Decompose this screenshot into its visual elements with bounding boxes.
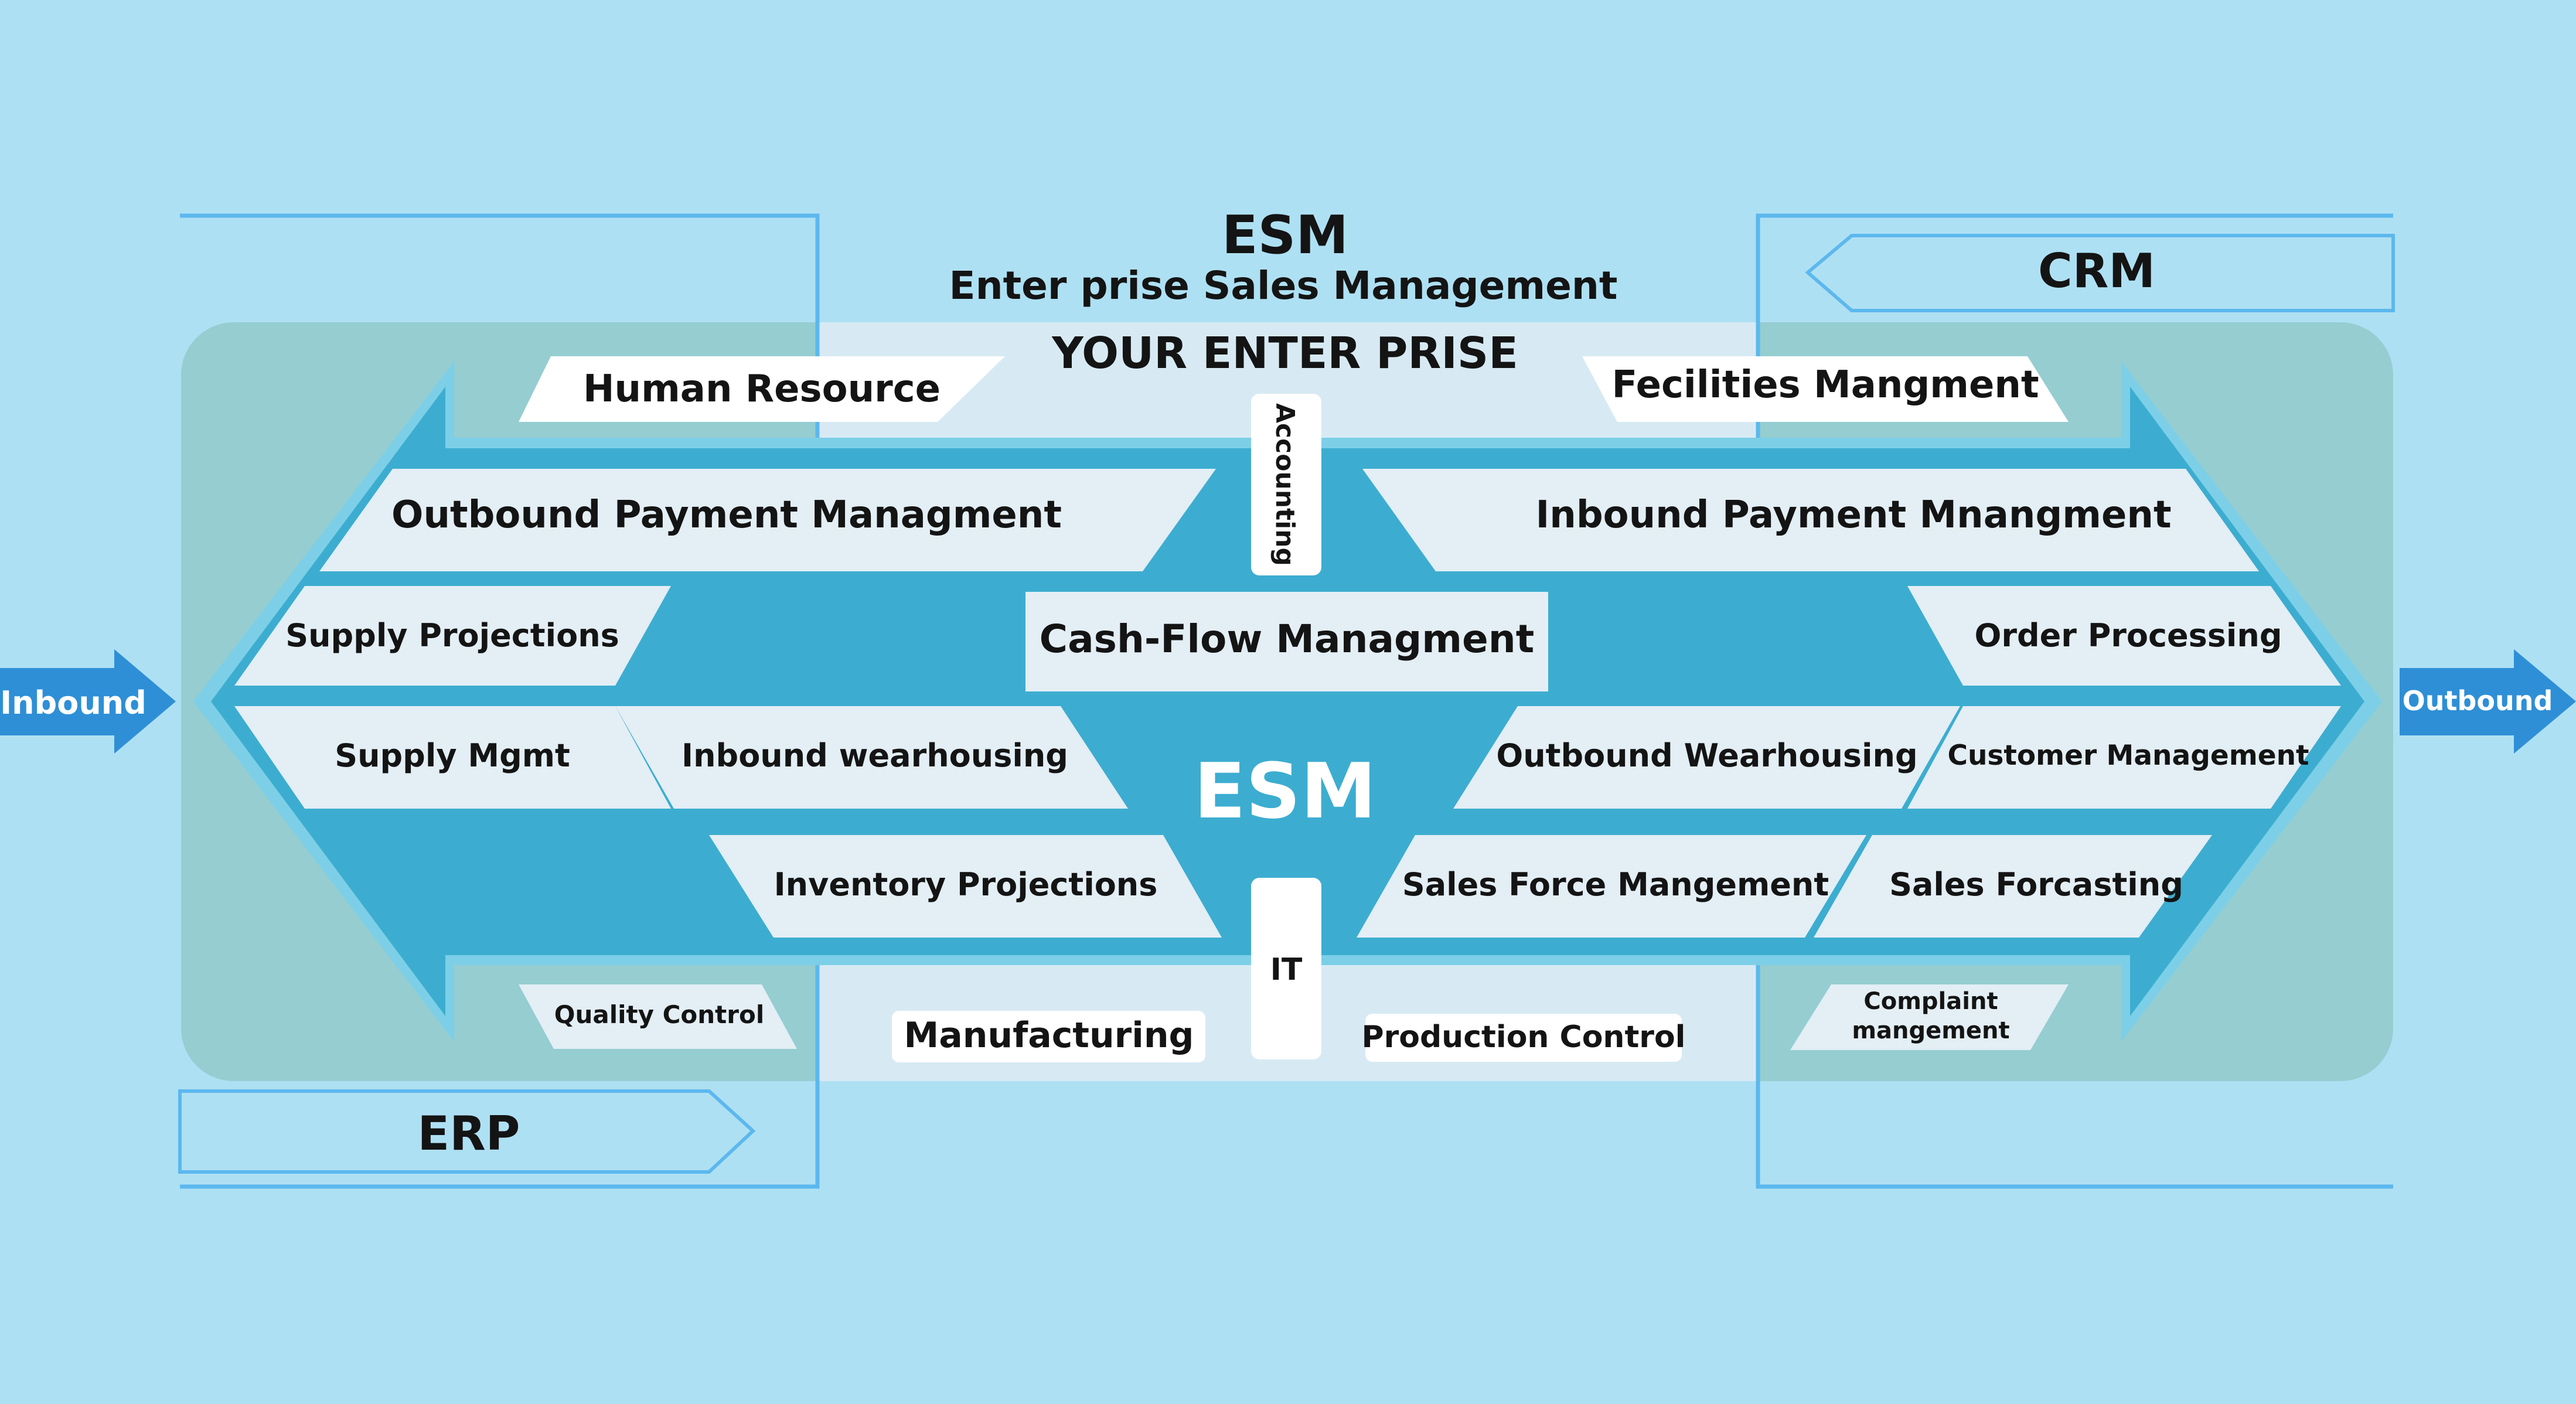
customer-management-label: Customer Management (1947, 740, 2309, 772)
sales-forecasting-label: Sales Forcasting (1889, 866, 2183, 903)
outbound-payment-label: Outbound Payment Managment (391, 493, 1062, 537)
complaint-management-box (1790, 984, 2069, 1050)
production-control-box (1365, 1014, 1682, 1062)
crm-label: CRM (2038, 244, 2155, 298)
supply-mgmt-box (234, 706, 671, 809)
inbound-label: Inbound (0, 684, 146, 721)
order-processing-box (1907, 586, 2341, 686)
inbound-warehousing-box (615, 706, 1128, 809)
header-full-name: Enter prise Sales Management (949, 263, 1618, 308)
supply-mgmt-label: Supply Mgmt (335, 737, 570, 774)
accounting-label: Accounting (1270, 403, 1300, 566)
sales-forecasting-box (1814, 835, 2212, 938)
human-resource-bar (519, 356, 1005, 422)
inventory-projections-label: Inventory Projections (774, 866, 1158, 903)
outbound-warehousing-label: Outbound Wearhousing (1496, 737, 1917, 774)
inventory-projections-box (709, 835, 1222, 938)
outbound-payment-box (319, 469, 1216, 571)
it-tab (1251, 878, 1321, 1059)
outbound-arrow (2400, 649, 2576, 754)
cash-flow-label: Cash-Flow Managment (1040, 616, 1535, 662)
crm-chevron (1805, 234, 2395, 312)
supply-projections-label: Supply Projections (285, 617, 619, 654)
customer-management-box (1907, 706, 2341, 809)
inbound-payment-box (1362, 469, 2259, 571)
production-control-label: Production Control (1361, 1020, 1685, 1055)
quality-control-label: Quality Control (554, 1000, 764, 1029)
complaint-label-line1: Complaint (1863, 988, 1998, 1015)
enterprise-title: YOUR ENTER PRISE (1051, 328, 1518, 379)
sales-force-label: Sales Force Mangement (1402, 866, 1829, 903)
sales-force-box (1357, 835, 1866, 938)
order-processing-label: Order Processing (1974, 617, 2282, 654)
facilities-bar (1582, 356, 2069, 422)
left-modules (234, 469, 1222, 938)
cash-flow-box (1025, 592, 1548, 691)
it-label: IT (1270, 952, 1303, 987)
header-acronym: ESM (1222, 205, 1348, 266)
manufacturing-label: Manufacturing (904, 1015, 1194, 1056)
inbound-arrow (0, 649, 176, 754)
erp-chevron (178, 1089, 756, 1174)
manufacturing-box (892, 1011, 1205, 1062)
quality-control-box (519, 984, 797, 1049)
human-resource-label: Human Resource (583, 367, 941, 411)
right-modules (1357, 469, 2341, 938)
outbound-warehousing-box (1453, 706, 1960, 809)
erp-label: ERP (418, 1106, 520, 1161)
inbound-warehousing-label: Inbound wearhousing (682, 737, 1068, 774)
complaint-label-line2: mangement (1852, 1017, 2009, 1044)
hub-esm-label: ESM (1194, 747, 1376, 836)
accounting-tab (1251, 394, 1321, 575)
outbound-label: Outbound (2403, 685, 2553, 717)
facilities-label: Fecilities Mangment (1611, 363, 2039, 407)
supply-projections-box (234, 586, 671, 686)
inbound-payment-label: Inbound Payment Mnangment (1535, 493, 2171, 537)
